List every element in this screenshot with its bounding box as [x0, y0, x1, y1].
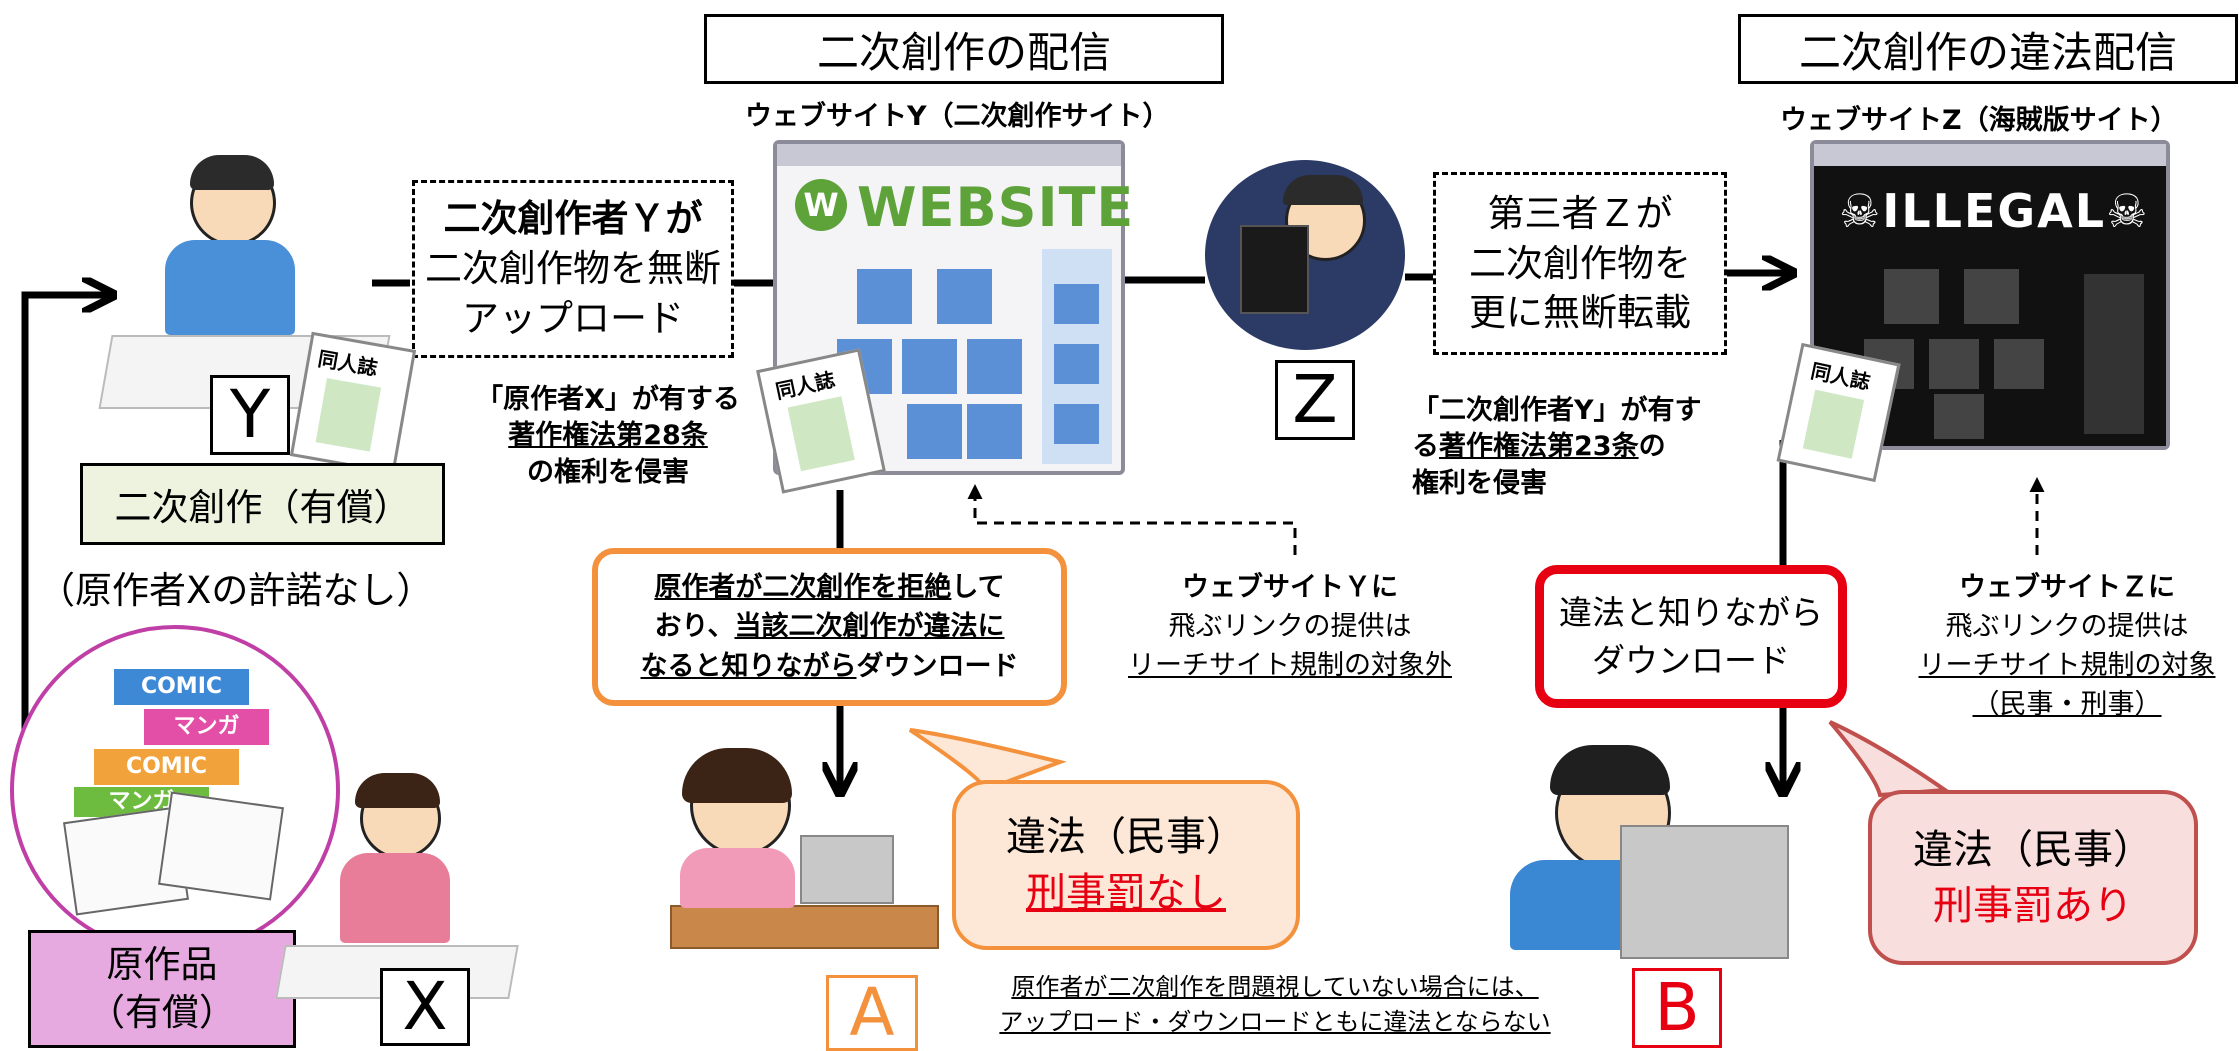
original-to-y-arrow	[21, 295, 110, 790]
article-23-note: 「二次創作者Y」が有す る著作権法第23条の 権利を侵害	[1412, 395, 1702, 499]
website-z-caption: ウェブサイトZ（海賊版サイト）	[1780, 105, 2178, 136]
website-z-browser: ☠ILLEGAL☠	[1810, 140, 2170, 450]
title-illegal-distribution: 二次創作の違法配信	[1738, 14, 2238, 84]
upload-box: 二次創作者Ｙが 二次創作物を無断 アップロード	[412, 180, 734, 358]
derivative-note: （原作者Xの許諾なし）	[38, 569, 434, 612]
person-y-body	[165, 240, 295, 335]
download-knowingly-illegal-box: 違法と知りながら ダウンロード	[1535, 565, 1847, 708]
person-a-body	[680, 848, 795, 908]
desk-a	[670, 905, 939, 949]
website-z-screen-text: ☠ILLEGAL☠	[1839, 184, 2150, 238]
bubble-b-tail	[1828, 720, 1951, 798]
label-z: Z	[1275, 360, 1355, 440]
bubble-b: 違法（民事） 刑事罰あり	[1868, 790, 2198, 965]
label-b: B	[1632, 968, 1722, 1048]
laptop-b-icon	[1620, 825, 1789, 959]
website-y-screen-text: WEBSITE	[857, 176, 1135, 239]
repost-box: 第三者Ｚが 二次創作物を 更に無断転載	[1433, 172, 1727, 355]
bubble-a: 違法（民事） 刑事罰なし	[952, 780, 1300, 950]
person-x-body	[340, 853, 450, 943]
derivative-label: 二次創作（有償）	[80, 463, 445, 545]
label-x: X	[380, 968, 470, 1046]
title-distribution: 二次創作の配信	[704, 14, 1224, 84]
original-work-circle: COMIC マンガ COMIC マンガ	[10, 625, 340, 955]
monitor-icon	[1240, 225, 1309, 314]
laptop-a-icon	[800, 835, 894, 904]
article-28-note: 「原作者X」が有する 著作権法第28条 の権利を侵害	[476, 384, 740, 488]
label-y: Y	[210, 375, 290, 455]
website-logo-icon: W	[795, 179, 847, 231]
original-work-label: 原作品 （有償）	[28, 930, 296, 1048]
download-knowingly-refused-box: 原作者が二次創作を拒絶して おり、当該二次創作が違法に なると知りながらダウンロ…	[592, 548, 1067, 706]
footnote: 原作者が二次創作を問題視していない場合には、 アップロード・ダウンロードともに違…	[999, 973, 1551, 1036]
link-y-note: ウェブサイトＹに 飛ぶリンクの提供は リーチサイト規制の対象外	[1128, 572, 1452, 682]
label-a: A	[826, 975, 918, 1051]
doujinshi-booklet-y: 同人誌	[289, 331, 417, 475]
link-z-note: ウェブサイトＺに 飛ぶリンクの提供は リーチサイト規制の対象 （民事・刑事）	[1918, 572, 2216, 721]
website-y-caption: ウェブサイトY（二次創作サイト）	[745, 101, 1170, 132]
